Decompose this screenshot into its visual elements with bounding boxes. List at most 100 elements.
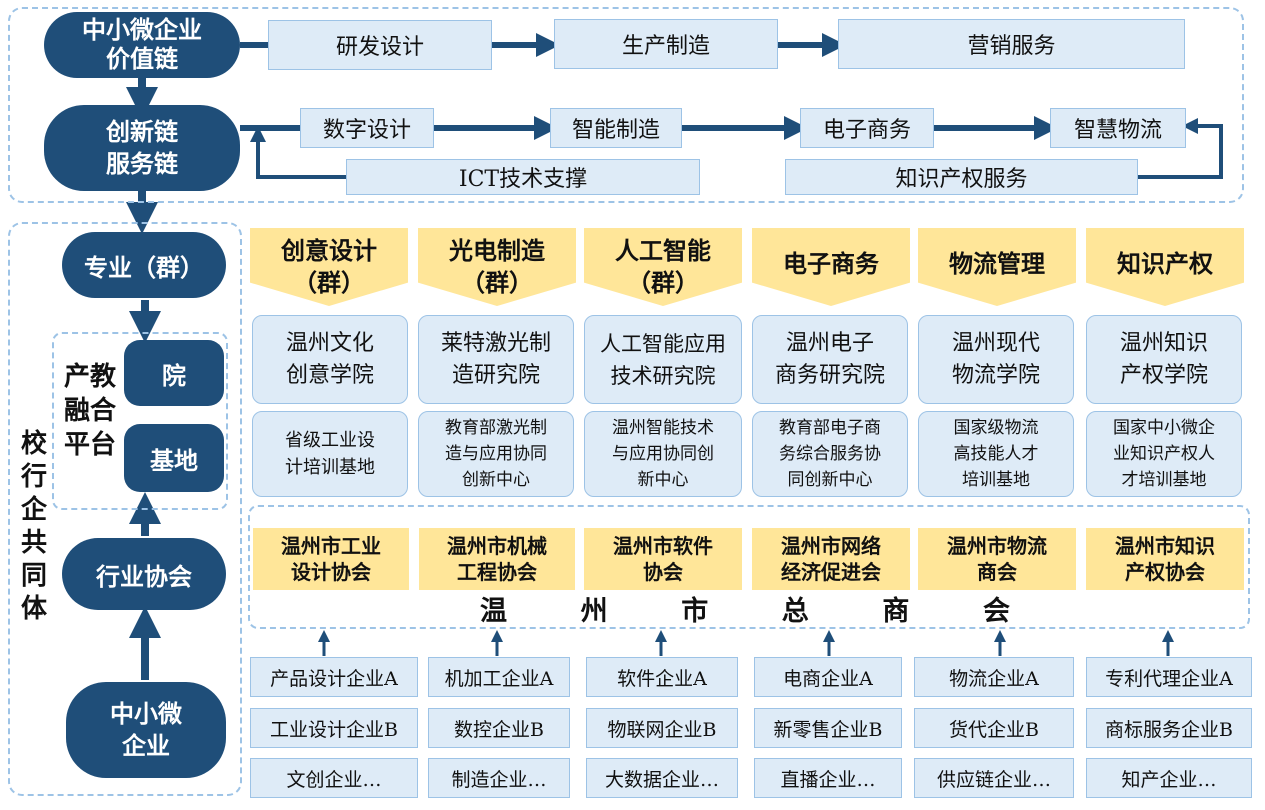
- association-network-economy: 温州市网络 经济促进会: [752, 528, 910, 590]
- base-line: 业知识产权人: [1113, 444, 1215, 464]
- value-chain-label-line2: 价值链: [106, 45, 178, 73]
- base-line: 计培训基地: [285, 457, 375, 478]
- base-line: 新中心: [637, 470, 689, 490]
- base-line: 省级工业设: [285, 430, 375, 451]
- base-line: 教育部激光制: [445, 418, 547, 438]
- enterprise-item: 直播企业…: [754, 758, 902, 798]
- enterprise-item: 产品设计企业A: [250, 657, 418, 697]
- association-industrial-design: 温州市工业 设计协会: [253, 528, 409, 590]
- major-group-label: 专业（群）: [62, 232, 226, 298]
- institute-line: 温州电子: [785, 330, 874, 356]
- association-mechanical: 温州市机械 工程协会: [419, 528, 575, 590]
- base-line: 造与应用协同: [445, 444, 547, 464]
- chamber-char: 会: [982, 595, 1010, 627]
- chamber-char: 州: [580, 595, 608, 627]
- stage-marketing-service: 营销服务: [838, 19, 1185, 69]
- association-line: 温州市网络: [781, 534, 881, 558]
- community-title-char: 共: [20, 528, 47, 558]
- association-line: 产权协会: [1125, 560, 1205, 584]
- major-line: 光电制造: [449, 237, 545, 265]
- stage-ecommerce: 电子商务: [800, 108, 934, 148]
- association-line: 温州市物流: [947, 534, 1047, 558]
- association-line: 温州市知识: [1115, 534, 1215, 558]
- institute-line: 莱特激光制: [440, 330, 551, 356]
- association-ip: 温州市知识 产权协会: [1086, 528, 1244, 590]
- sme-label-line2: 企业: [122, 732, 170, 760]
- enterprise-item: 商标服务企业B: [1086, 708, 1252, 748]
- institute-ecommerce: 温州电子 商务研究院: [752, 315, 908, 404]
- platform-label-line: 产教: [63, 362, 116, 392]
- support-ip-service: 知识产权服务: [785, 159, 1138, 195]
- institute-line: 物流学院: [951, 362, 1040, 388]
- industry-association-label: 行业协会: [62, 538, 226, 610]
- enterprise-item: 新零售企业B: [754, 708, 902, 748]
- enterprise-item: 专利代理企业A: [1086, 657, 1252, 697]
- major-line: 人工智能: [615, 237, 711, 265]
- chamber-char: 温: [480, 595, 507, 627]
- major-line: 创意设计: [281, 237, 377, 265]
- base-laser: 教育部激光制 造与应用协同 创新中心: [418, 411, 574, 497]
- institute-laser: 莱特激光制 造研究院: [418, 315, 574, 404]
- base-creative: 省级工业设 计培训基地: [252, 411, 408, 497]
- community-frame: [8, 222, 242, 796]
- base-line: 才培训基地: [1121, 470, 1207, 490]
- association-line: 温州市机械: [447, 534, 547, 558]
- base-line: 创新中心: [462, 470, 530, 490]
- association-line: 商会: [977, 560, 1017, 584]
- chamber-char: 总: [781, 595, 809, 627]
- platform-label-line: 平台: [63, 430, 116, 460]
- base-logistics: 国家级物流 高技能人才 培训基地: [918, 411, 1074, 497]
- value-chain-label-line1: 中小微企业: [82, 16, 202, 44]
- association-line: 温州市工业: [281, 534, 381, 558]
- base-line: 国家中小微企: [1113, 418, 1215, 438]
- community-title-char: 同: [20, 561, 47, 591]
- association-line: 工程协会: [457, 560, 537, 584]
- base-line: 培训基地: [962, 470, 1030, 490]
- enterprise-item: 工业设计企业B: [250, 708, 418, 748]
- base-line: 与应用协同创: [612, 444, 714, 464]
- innovation-chain-label-line2: 服务链: [106, 150, 178, 178]
- sme-label: 中小微 企业: [66, 682, 226, 778]
- association-line: 温州市软件: [613, 534, 713, 558]
- enterprise-item: 电商企业A: [754, 657, 902, 697]
- stage-production: 生产制造: [554, 19, 778, 69]
- base-ai: 温州智能技术 与应用协同创 新中心: [584, 411, 742, 497]
- institute-line: 产权学院: [1119, 362, 1208, 388]
- stage-smart-manufacturing: 智能制造: [550, 108, 682, 148]
- institute-line: 创意学院: [285, 362, 374, 388]
- enterprise-item: 供应链企业…: [914, 758, 1074, 798]
- support-ict: ICT技术支撑: [346, 159, 700, 195]
- association-software: 温州市软件 协会: [584, 528, 742, 590]
- institute-label: 院: [124, 340, 224, 406]
- institute-logistics: 温州现代 物流学院: [918, 315, 1074, 404]
- chamber-char: 市: [681, 595, 709, 627]
- community-title-char: 行: [20, 462, 47, 492]
- institute-line: 温州文化: [285, 330, 374, 356]
- enterprise-item: 知产企业…: [1086, 758, 1252, 798]
- value-chain-label: 中小微企业 价值链: [44, 12, 240, 78]
- platform-label: 产教 融合 平台: [58, 360, 122, 470]
- base-line: 国家级物流: [953, 418, 1039, 438]
- association-logistics: 温州市物流 商会: [918, 528, 1076, 590]
- institute-line: 造研究院: [451, 362, 540, 388]
- enterprise-item: 物联网企业B: [586, 708, 738, 748]
- base-line: 务综合服务协: [779, 444, 881, 464]
- institute-line: 温州知识: [1119, 330, 1208, 356]
- major-line: （群）: [627, 269, 699, 297]
- base-ecommerce: 教育部电子商 务综合服务协 同创新中心: [752, 411, 908, 497]
- stage-smart-logistics: 智慧物流: [1050, 108, 1186, 148]
- enterprise-item: 数控企业B: [428, 708, 570, 748]
- value-chain-frame: [8, 7, 1244, 203]
- association-line: 协会: [643, 560, 683, 584]
- base-line: 高技能人才: [953, 444, 1039, 464]
- base-line: 同创新中心: [787, 470, 873, 490]
- institute-line: 温州现代: [951, 330, 1040, 356]
- institute-line: 技术研究院: [610, 363, 716, 388]
- enterprise-item: 软件企业A: [586, 657, 738, 697]
- enterprise-item: 物流企业A: [914, 657, 1074, 697]
- sme-label-line1: 中小微: [110, 700, 182, 728]
- chamber-char: 商: [882, 595, 910, 627]
- institute-ip: 温州知识 产权学院: [1086, 315, 1242, 404]
- community-title-char: 体: [20, 594, 47, 624]
- institute-line: 人工智能应用: [600, 331, 726, 356]
